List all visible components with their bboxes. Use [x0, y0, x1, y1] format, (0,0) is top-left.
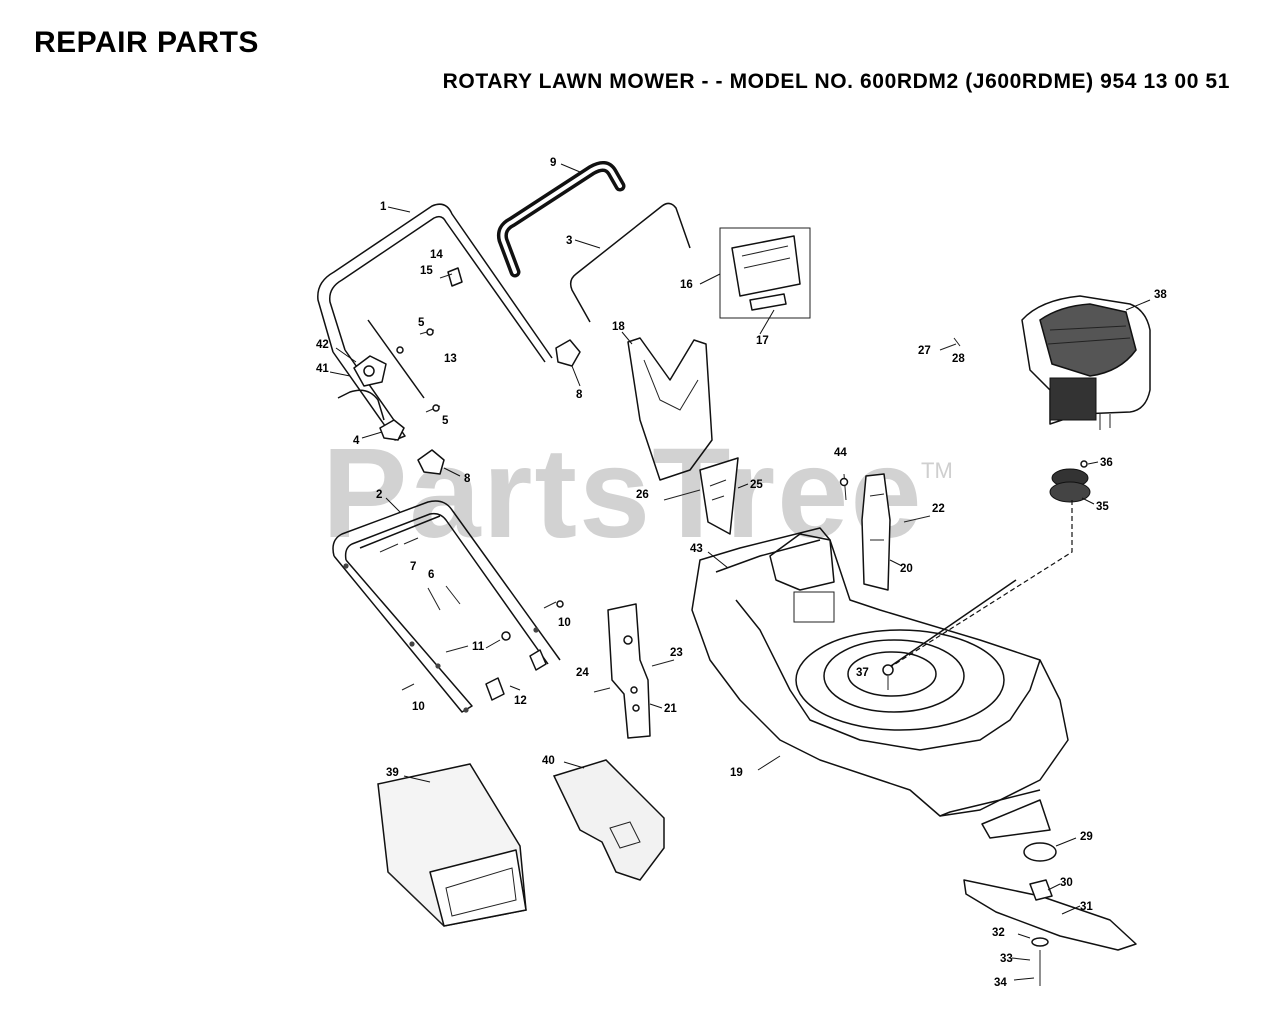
callout-10a: 10 — [558, 617, 571, 629]
callout-18: 18 — [612, 321, 625, 333]
part-handle-brackets[interactable] — [485, 649, 547, 701]
callout-20: 20 — [900, 563, 913, 575]
callout-8b: 8 — [464, 473, 471, 485]
callout-28: 28 — [952, 353, 965, 365]
part-upper-handle[interactable] — [317, 203, 553, 441]
callout-9: 9 — [550, 157, 556, 169]
center-bolt-leader — [887, 579, 1017, 669]
part-engine-bolt[interactable] — [939, 337, 961, 351]
callout-31: 31 — [1080, 901, 1093, 913]
part-handle-bolts[interactable] — [379, 537, 461, 611]
part-grass-catcher[interactable] — [377, 763, 527, 927]
part-handle-knob-upper[interactable] — [555, 339, 581, 387]
part-center-bolt[interactable] — [882, 664, 894, 690]
callout-36: 36 — [1100, 457, 1113, 469]
part-engine-spacer[interactable] — [1049, 460, 1099, 505]
part-cable-clip[interactable] — [337, 389, 405, 441]
callout-14: 14 — [430, 249, 443, 261]
part-handle-knob-lower[interactable] — [417, 449, 461, 477]
part-height-bracket[interactable] — [839, 473, 931, 591]
part-rear-shield[interactable] — [621, 331, 713, 481]
callout-23: 23 — [670, 647, 683, 659]
model-subtitle: ROTARY LAWN MOWER - - MODEL NO. 600RDM2 … — [442, 70, 1230, 93]
callout-6: 6 — [428, 569, 434, 581]
callout-33: 33 — [1000, 953, 1013, 965]
callout-5b: 5 — [442, 415, 449, 427]
callout-40: 40 — [542, 755, 555, 767]
callout-27: 27 — [918, 345, 931, 357]
part-hardware-10-11[interactable] — [401, 600, 564, 691]
callout-2: 2 — [376, 489, 382, 501]
callout-22: 22 — [932, 503, 945, 515]
page-title: REPAIR PARTS — [34, 26, 259, 59]
partstree-watermark: PartsTree — [322, 422, 924, 565]
part-handle-fasteners[interactable] — [419, 267, 463, 413]
callout-38: 38 — [1154, 289, 1167, 301]
part-control-cable[interactable] — [367, 319, 425, 399]
callout-7: 7 — [410, 561, 416, 573]
callout-19: 19 — [730, 767, 743, 779]
callout-13: 13 — [444, 353, 457, 365]
callout-4: 4 — [353, 435, 360, 447]
callout-37: 37 — [856, 667, 869, 679]
part-mower-deck[interactable] — [691, 527, 1069, 817]
part-label-panel[interactable] — [699, 227, 811, 335]
part-control-bar[interactable] — [569, 202, 691, 323]
callout-39: 39 — [386, 767, 399, 779]
part-discharge-plate[interactable] — [663, 457, 749, 535]
callout-8a: 8 — [576, 389, 583, 401]
callout-43: 43 — [690, 543, 703, 555]
callout-35: 35 — [1096, 501, 1109, 513]
callout-42: 42 — [316, 339, 329, 351]
alignment-dash-line — [891, 500, 1073, 667]
callout-11: 11 — [472, 641, 485, 653]
callout-10b: 10 — [412, 701, 425, 713]
callout-1: 1 — [380, 201, 387, 213]
part-engine-control[interactable] — [329, 347, 387, 387]
callout-29: 29 — [1080, 831, 1093, 843]
callout-30: 30 — [1060, 877, 1073, 889]
part-wheel-adjuster[interactable] — [593, 603, 675, 739]
callout-34: 34 — [994, 977, 1007, 989]
callout-32: 32 — [992, 927, 1005, 939]
trademark-mark: TM — [921, 458, 953, 483]
part-handle-grip[interactable] — [496, 161, 626, 278]
callout-17: 17 — [756, 335, 769, 347]
callout-24: 24 — [576, 667, 589, 679]
callout-25: 25 — [750, 479, 763, 491]
callout-5a: 5 — [418, 317, 425, 329]
callout-16: 16 — [680, 279, 693, 291]
callout-12: 12 — [514, 695, 527, 707]
callout-41: 41 — [316, 363, 329, 375]
part-blade-adapter[interactable] — [981, 799, 1077, 862]
part-engine[interactable] — [1021, 295, 1151, 430]
part-lower-handle[interactable] — [332, 497, 561, 713]
callout-3: 3 — [566, 235, 572, 247]
part-grass-bag-top[interactable] — [552, 759, 665, 881]
part-blade[interactable] — [963, 879, 1137, 986]
callout-15: 15 — [420, 265, 433, 277]
callout-26: 26 — [636, 489, 649, 501]
callout-21: 21 — [664, 703, 677, 715]
callout-44: 44 — [834, 447, 847, 459]
